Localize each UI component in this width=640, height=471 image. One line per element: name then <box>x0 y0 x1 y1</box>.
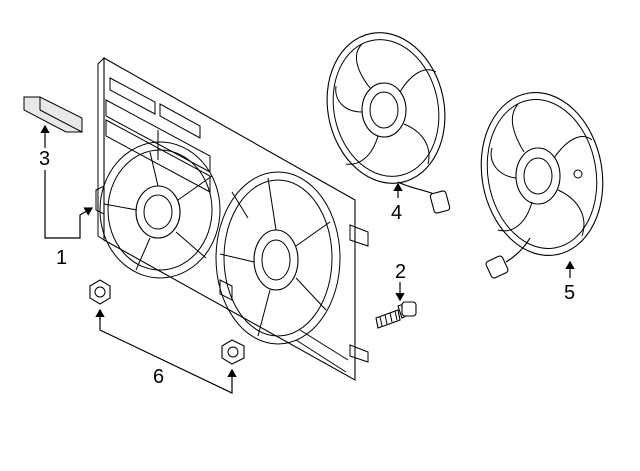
callout-3: 3 <box>39 148 50 170</box>
nut-part-right <box>221 339 245 365</box>
leader-lines <box>40 124 575 394</box>
seal-strip-part <box>23 96 83 133</box>
bolt-part <box>375 301 417 329</box>
fan-motor-right-part <box>480 92 604 279</box>
callout-2: 2 <box>395 261 406 283</box>
fan-shroud-part <box>95 56 369 381</box>
callout-4: 4 <box>391 202 402 224</box>
nut-part-left <box>89 279 111 305</box>
callout-6: 6 <box>153 366 164 388</box>
fan-motor-upper-part <box>326 32 451 214</box>
callout-5: 5 <box>564 282 575 304</box>
callout-1: 1 <box>56 247 67 269</box>
